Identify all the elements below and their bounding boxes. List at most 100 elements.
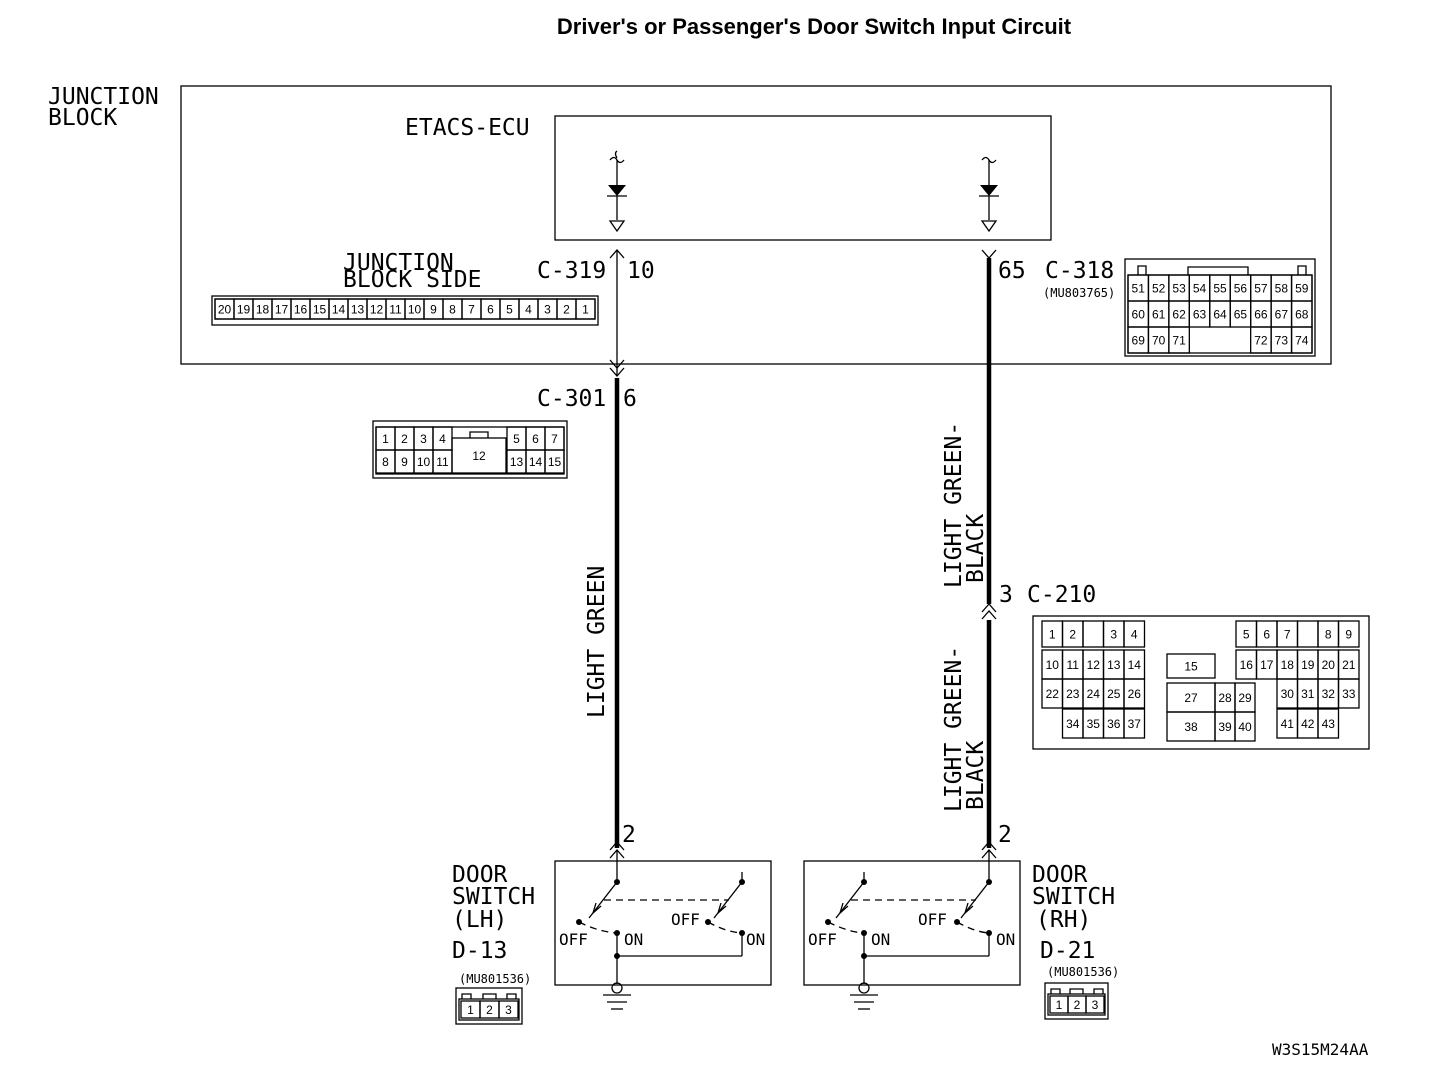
c210-pin: 34 [1061, 708, 1084, 739]
junction-block: JUNCTION BLOCK ETACS-ECU [48, 84, 1332, 365]
svg-text:26: 26 [1128, 687, 1142, 701]
c318-pin: 58 [1270, 274, 1293, 302]
svg-text:34: 34 [1066, 717, 1080, 731]
switch-rh-part: (MU801536) [1047, 965, 1119, 979]
svg-text:31: 31 [1301, 687, 1315, 701]
svg-text:73: 73 [1275, 334, 1289, 348]
c318-pin: 67 [1270, 300, 1293, 328]
c210-pin: 1 [1041, 620, 1064, 648]
svg-text:8: 8 [449, 303, 456, 317]
c318-pin: 53 [1168, 274, 1190, 302]
svg-text:58: 58 [1275, 282, 1289, 296]
side-pin: 2 [556, 298, 577, 320]
d13-pin: 2 [479, 1000, 500, 1019]
c301-pin: 8 [375, 449, 396, 474]
c301-pin: 4 [432, 426, 453, 451]
c301-pin: 14 [525, 449, 546, 474]
svg-text:17: 17 [1260, 658, 1274, 672]
side-pin: 20 [214, 298, 235, 320]
c301-pin: 12 [451, 437, 507, 474]
svg-text:2: 2 [1074, 998, 1081, 1012]
svg-text:1: 1 [467, 1003, 474, 1017]
wire-left-color: LIGHT GREEN [584, 566, 610, 718]
svg-text:70: 70 [1152, 334, 1166, 348]
c301-pin: 3 [413, 426, 434, 451]
svg-text:36: 36 [1107, 717, 1121, 731]
svg-text:11: 11 [389, 303, 402, 317]
side-pin: 9 [423, 298, 444, 320]
svg-text:6: 6 [532, 432, 539, 446]
svg-text:35: 35 [1087, 717, 1101, 731]
svg-text:52: 52 [1152, 282, 1166, 296]
switch-rh-connector: D-21 [1040, 938, 1095, 964]
c210-pin: 25 [1102, 678, 1125, 709]
svg-text:15: 15 [1184, 660, 1198, 674]
svg-text:2: 2 [563, 303, 570, 317]
c301-pin: 13 [506, 449, 527, 474]
c210-pin: 30 [1276, 678, 1299, 709]
wire-right-lower-color: LIGHT GREEN- [941, 646, 967, 812]
svg-text:9: 9 [401, 455, 408, 469]
c319-pin: 10 [627, 258, 655, 284]
c318-pin: 52 [1147, 274, 1170, 302]
switch-lh-on-2: ON [746, 930, 765, 949]
switch-rh-on-2: ON [996, 930, 1015, 949]
svg-text:25: 25 [1107, 687, 1121, 701]
c318-pin: 59 [1290, 274, 1313, 302]
svg-text:14: 14 [332, 303, 346, 317]
side-pin: 5 [499, 298, 520, 320]
c210-pin: 39 [1214, 711, 1236, 742]
svg-text:13: 13 [1107, 658, 1121, 672]
svg-text:39: 39 [1218, 720, 1232, 734]
c318-pin: 69 [1127, 326, 1150, 354]
c210-pin: 31 [1296, 678, 1319, 709]
svg-text:74: 74 [1295, 334, 1309, 348]
c210-pin: 14 [1123, 649, 1146, 680]
c210-pin: 18 [1276, 649, 1299, 680]
svg-text:10: 10 [408, 303, 422, 317]
svg-text:5: 5 [506, 303, 513, 317]
d21-pin: 1 [1049, 995, 1069, 1014]
wire-right: LIGHT GREEN- BLACK LIGHT GREEN- BLACK [941, 249, 997, 880]
c318-pin: 73 [1270, 326, 1293, 354]
ecu-input-left-symbol [607, 150, 627, 233]
side-pin: 8 [442, 298, 463, 320]
switch-lh-label: DOOR [452, 862, 508, 888]
svg-text:7: 7 [1284, 628, 1291, 642]
side-pin: 13 [347, 298, 368, 320]
c318-pin: 60 [1127, 300, 1150, 328]
side-label: JUNCTION [343, 250, 454, 276]
c318-pin: 61 [1147, 300, 1170, 328]
c210-pin: 36 [1102, 708, 1125, 739]
svg-text:1: 1 [1056, 998, 1063, 1012]
c318-pin: 72 [1250, 326, 1272, 354]
svg-text:13: 13 [510, 455, 524, 469]
c318-pin: 56 [1229, 274, 1252, 302]
side-pin: 10 [404, 298, 425, 320]
c210-pin: 26 [1123, 678, 1146, 709]
switch-lh-off: OFF [559, 930, 588, 949]
svg-text:6: 6 [487, 303, 494, 317]
svg-text:18: 18 [256, 303, 270, 317]
c301-pin: 9 [394, 449, 415, 474]
svg-text:60: 60 [1132, 308, 1146, 322]
svg-text:20: 20 [218, 303, 232, 317]
svg-text:9: 9 [430, 303, 437, 317]
figure-code: W3S15M24AA [1272, 1040, 1369, 1059]
side-pin: 4 [518, 298, 539, 320]
svg-text:53: 53 [1172, 282, 1186, 296]
junction-block-label: JUNCTION [48, 84, 159, 110]
svg-text:7: 7 [468, 303, 475, 317]
switch-lh-label-3: (LH) [452, 907, 507, 933]
switch-rh-pin: 2 [998, 822, 1012, 848]
switch-lh-pin: 2 [622, 822, 636, 848]
ecu-input-right-symbol [979, 156, 999, 233]
c210-pin-blank [1082, 620, 1105, 648]
svg-text:33: 33 [1342, 687, 1356, 701]
c318-pin: 64 [1209, 300, 1231, 328]
door-switch-rh: DOOR SWITCH (RH) D-21 (MU801536) 2 OFF O… [803, 822, 1119, 1020]
